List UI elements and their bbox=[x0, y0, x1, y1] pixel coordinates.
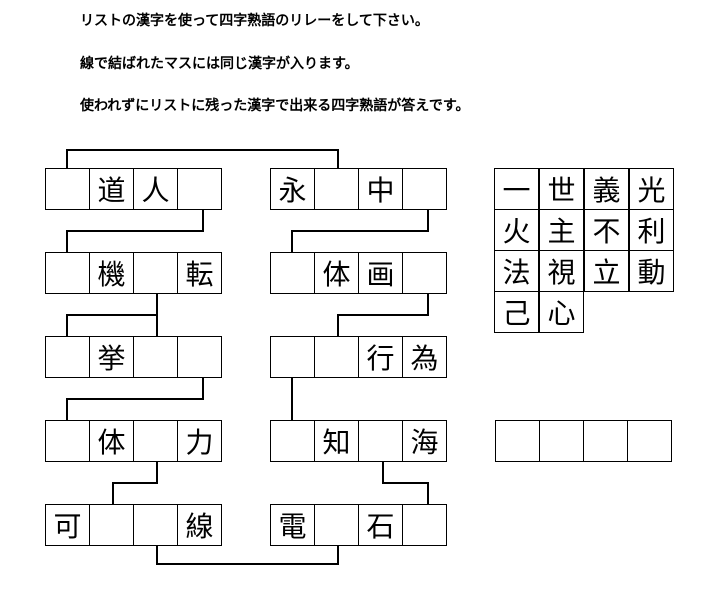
grid-cell[interactable]: 転 bbox=[177, 252, 222, 294]
connector-line bbox=[156, 546, 339, 565]
grid-cell[interactable] bbox=[133, 336, 178, 378]
grid-cell[interactable]: 知 bbox=[314, 420, 359, 462]
word-row-left-5: 可 線 bbox=[45, 504, 222, 546]
answer-cell[interactable] bbox=[539, 420, 584, 462]
grid-cell[interactable] bbox=[89, 504, 134, 546]
word-row-middle-4: 知 海 bbox=[270, 420, 447, 462]
word-row-middle-1: 永 中 bbox=[270, 168, 447, 210]
grid-cell[interactable] bbox=[45, 168, 90, 210]
kanji-list-item: 利 bbox=[629, 209, 674, 251]
word-row-middle-5: 電 石 bbox=[270, 504, 447, 546]
connector-line bbox=[382, 462, 429, 504]
connector-line bbox=[66, 294, 158, 336]
word-row-left-4: 体 力 bbox=[45, 420, 222, 462]
word-row-middle-3: 行 為 bbox=[270, 336, 447, 378]
grid-cell[interactable]: 体 bbox=[89, 420, 134, 462]
connector-line bbox=[66, 149, 339, 168]
instruction-line-1: リストの漢字を使って四字熟語のリレーをして下さい。 bbox=[80, 13, 429, 29]
grid-cell[interactable]: 電 bbox=[270, 504, 315, 546]
grid-cell[interactable]: 可 bbox=[45, 504, 90, 546]
grid-cell[interactable] bbox=[402, 252, 447, 294]
grid-cell[interactable] bbox=[133, 504, 178, 546]
kanji-list-item: 法 bbox=[494, 250, 539, 292]
kanji-list-item: 視 bbox=[539, 250, 584, 292]
grid-cell[interactable] bbox=[402, 168, 447, 210]
grid-cell[interactable]: 道 bbox=[89, 168, 134, 210]
answer-cell[interactable] bbox=[583, 420, 628, 462]
kanji-list-item: 火 bbox=[494, 209, 539, 251]
grid-cell[interactable]: 挙 bbox=[89, 336, 134, 378]
grid-cell[interactable]: 石 bbox=[358, 504, 403, 546]
grid-cell[interactable] bbox=[45, 336, 90, 378]
grid-cell[interactable]: 線 bbox=[177, 504, 222, 546]
grid-cell[interactable] bbox=[133, 252, 178, 294]
grid-cell[interactable] bbox=[177, 168, 222, 210]
word-row-middle-2: 体 画 bbox=[270, 252, 447, 294]
connector-line bbox=[112, 462, 158, 504]
grid-cell[interactable] bbox=[133, 420, 178, 462]
grid-cell[interactable] bbox=[270, 420, 315, 462]
grid-cell[interactable] bbox=[314, 336, 359, 378]
grid-cell[interactable]: 機 bbox=[89, 252, 134, 294]
instruction-line-3: 使われずにリストに残った漢字で出来る四字熟語が答えです。 bbox=[80, 98, 470, 114]
grid-cell[interactable]: 海 bbox=[402, 420, 447, 462]
connector-line bbox=[291, 210, 429, 252]
grid-cell[interactable] bbox=[45, 252, 90, 294]
grid-cell[interactable] bbox=[45, 420, 90, 462]
grid-cell[interactable]: 行 bbox=[358, 336, 403, 378]
answer-cell[interactable] bbox=[627, 420, 672, 462]
instruction-line-2: 線で結ばれたマスには同じ漢字が入ります。 bbox=[80, 56, 359, 72]
connector-line bbox=[66, 210, 204, 252]
kanji-list-item: 動 bbox=[629, 250, 674, 292]
kanji-list-item: 主 bbox=[539, 209, 584, 251]
word-row-left-2: 機 転 bbox=[45, 252, 222, 294]
answer-row bbox=[495, 420, 672, 462]
kanji-list-item: 義 bbox=[584, 168, 629, 210]
grid-cell[interactable]: 力 bbox=[177, 420, 222, 462]
grid-cell[interactable]: 永 bbox=[270, 168, 315, 210]
kanji-list-item: 世 bbox=[539, 168, 584, 210]
grid-cell[interactable] bbox=[177, 336, 222, 378]
grid-cell[interactable]: 中 bbox=[358, 168, 403, 210]
grid-cell[interactable] bbox=[314, 168, 359, 210]
grid-cell[interactable] bbox=[402, 504, 447, 546]
kanji-list-item: 一 bbox=[494, 168, 539, 210]
grid-cell[interactable]: 為 bbox=[402, 336, 447, 378]
connector-line bbox=[66, 378, 204, 420]
connector-line bbox=[337, 294, 429, 336]
word-row-left-1: 道 人 bbox=[45, 168, 222, 210]
grid-cell[interactable] bbox=[314, 504, 359, 546]
grid-cell[interactable] bbox=[358, 420, 403, 462]
answer-cell[interactable] bbox=[495, 420, 540, 462]
grid-cell[interactable]: 体 bbox=[314, 252, 359, 294]
grid-cell[interactable]: 画 bbox=[358, 252, 403, 294]
kanji-list-item: 光 bbox=[629, 168, 674, 210]
grid-cell[interactable]: 人 bbox=[133, 168, 178, 210]
kanji-list: 一 世 義 光 火 主 不 利 法 視 立 動 己 心 bbox=[494, 168, 675, 333]
word-row-left-3: 挙 bbox=[45, 336, 222, 378]
grid-cell[interactable] bbox=[270, 336, 315, 378]
kanji-list-item: 心 bbox=[539, 291, 584, 333]
kanji-list-item: 不 bbox=[584, 209, 629, 251]
kanji-list-item: 立 bbox=[584, 250, 629, 292]
grid-cell[interactable] bbox=[270, 252, 315, 294]
kanji-list-item: 己 bbox=[494, 291, 539, 333]
